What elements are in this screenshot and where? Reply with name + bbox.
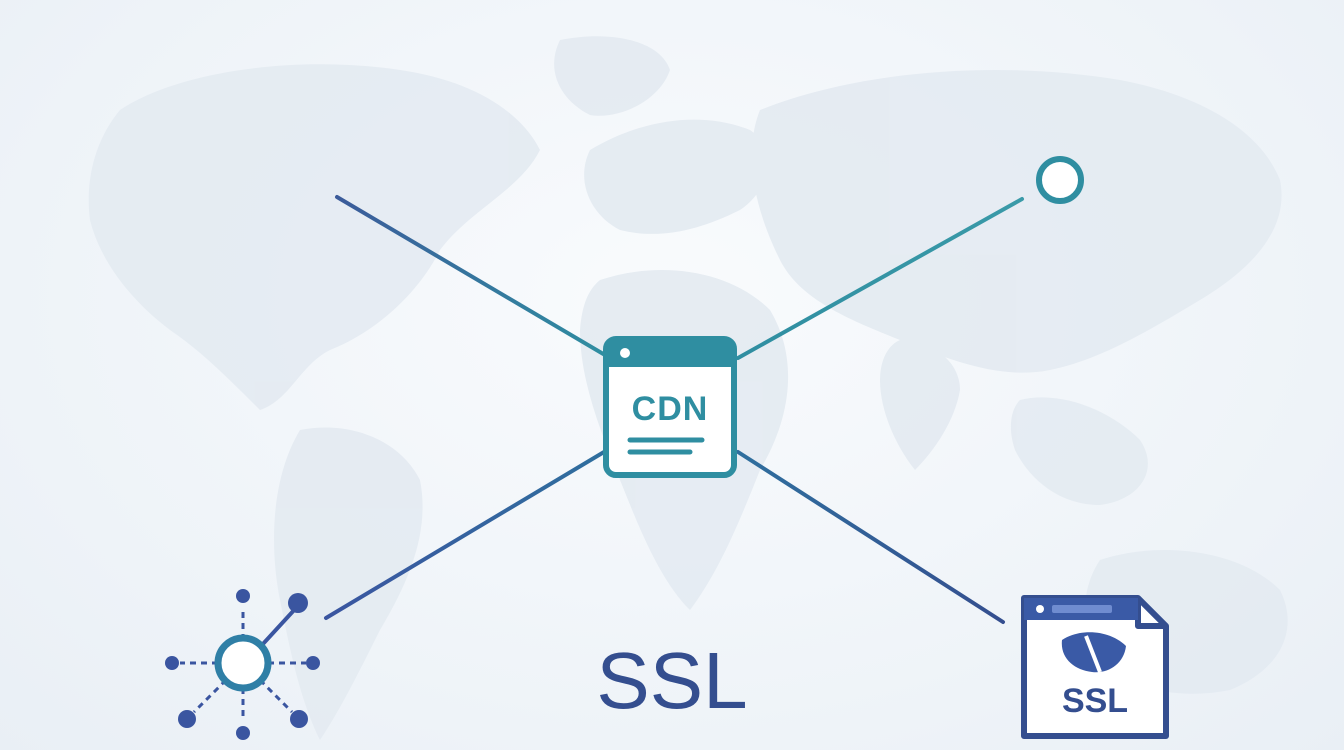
circle-node-icon [1036, 156, 1084, 204]
cdn-label: CDN [632, 390, 709, 428]
network-hub-icon [165, 589, 320, 740]
link-bottom-left [324, 450, 606, 620]
map-asia [751, 70, 1282, 373]
link-bottom-right [736, 450, 1005, 624]
map-europe [584, 119, 769, 234]
map-greenland [554, 36, 670, 116]
map-india [880, 340, 960, 470]
connection-lines [324, 195, 1024, 624]
map-southeast-asia [1010, 397, 1148, 505]
cdn-window-icon: CDN [603, 336, 737, 478]
window-dot-icon [620, 348, 630, 358]
map-north-america [88, 64, 540, 411]
map-south-america [274, 427, 423, 740]
doc-dot-icon [1036, 605, 1044, 613]
ssl-caption: SSL [596, 636, 747, 725]
ssl-doc-label: SSL [1062, 682, 1128, 720]
link-top-right [736, 197, 1024, 360]
link-top-left [335, 195, 607, 357]
ssl-certificate-icon: SSL [1021, 595, 1169, 739]
